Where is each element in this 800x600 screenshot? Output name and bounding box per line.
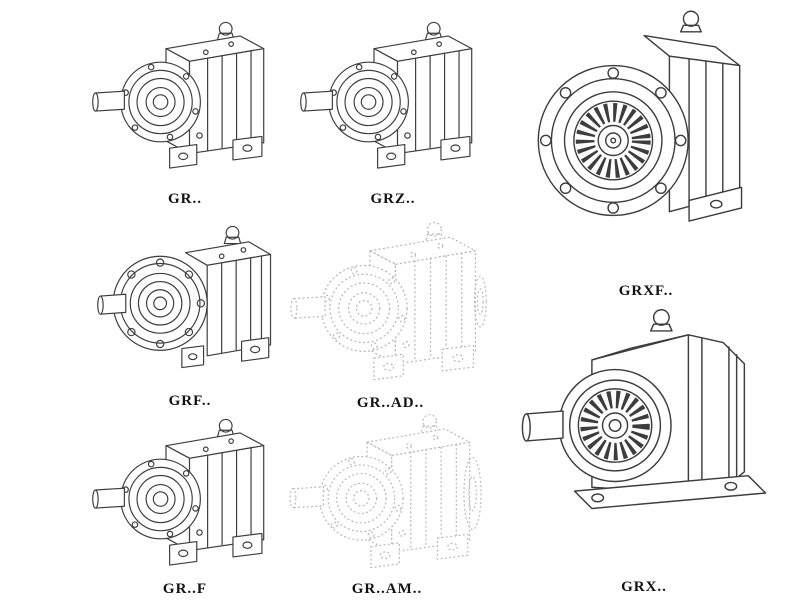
figure-grz: GRZ.. [298, 6, 488, 208]
gearbox-drawing-gr [90, 6, 280, 189]
gearbox-drawing-grff [90, 410, 280, 579]
gearbox-drawing-grf [95, 212, 285, 391]
figure-label-grad: GR..AD.. [356, 395, 425, 411]
gearbox-drawing-grad [288, 214, 487, 393]
figure-grxf: GRXF.. [500, 0, 792, 300]
figure-gr: GR.. [90, 6, 280, 208]
gearbox-drawing-grxf [500, 0, 792, 281]
gearbox-drawing-grz [298, 6, 488, 189]
figure-grad: GR..AD.. [288, 214, 493, 412]
figure-label-gram: GR..AM.. [351, 581, 423, 597]
figure-label-grz: GRZ.. [370, 191, 416, 207]
figure-grff: GR..F [90, 410, 280, 598]
figure-label-grx: GRX.. [621, 579, 667, 595]
figure-gram: GR..AM.. [286, 408, 488, 598]
figure-label-grxf: GRXF.. [618, 283, 674, 299]
figure-label-grf: GRF.. [168, 393, 212, 409]
gearbox-drawing-grx [496, 302, 792, 577]
figure-grx: GRX.. [496, 302, 792, 596]
figure-label-gr: GR.. [168, 191, 202, 207]
figure-grf: GRF.. [95, 212, 285, 410]
figure-label-grff: GR..F [162, 581, 208, 597]
gearbox-drawing-gram [286, 408, 482, 579]
